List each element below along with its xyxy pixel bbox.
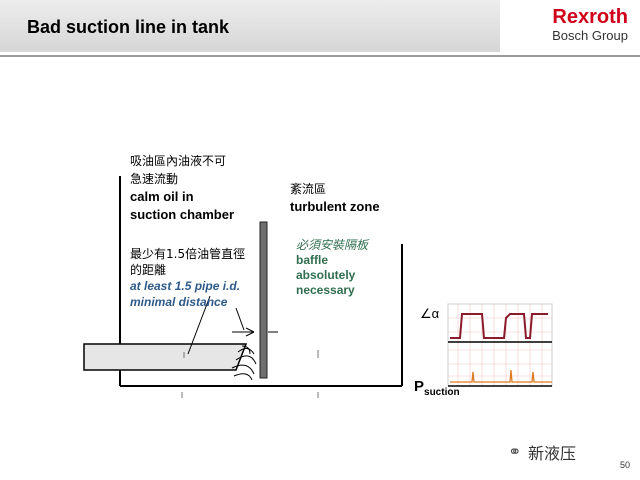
suction-pipe bbox=[83, 343, 248, 371]
turbulence-swirls bbox=[231, 345, 257, 381]
brand-name: Rexroth bbox=[552, 6, 628, 28]
tank-outline bbox=[119, 176, 403, 387]
baffle-en-line2: absolutely bbox=[296, 268, 356, 282]
calm-oil-cn-line1: 吸油區內油液不可 bbox=[130, 154, 227, 168]
p-suction-label: Psuction bbox=[414, 378, 460, 398]
page-title: Bad suction line in tank bbox=[27, 17, 230, 37]
distance-marker bbox=[187, 295, 278, 355]
p-label: P bbox=[414, 378, 425, 395]
wechat-icon: ⚭ bbox=[508, 444, 522, 461]
alpha-trace bbox=[450, 313, 548, 339]
baffle-plate bbox=[259, 221, 268, 379]
header-divider bbox=[0, 55, 640, 57]
calm-oil-en-line2: suction chamber bbox=[130, 207, 235, 222]
baffle-en-line3: necessary bbox=[296, 283, 355, 297]
turbulent-zone-en: turbulent zone bbox=[290, 199, 380, 214]
response-graph bbox=[447, 303, 553, 387]
turbulent-zone-cn: 紊流區 bbox=[290, 182, 327, 196]
distance-label: 最少有1.5倍油管直徑 的距離 at least 1.5 pipe i.d. m… bbox=[130, 246, 245, 310]
p-subscript: suction bbox=[424, 387, 460, 398]
tick-marks bbox=[181, 350, 319, 398]
header-bar bbox=[0, 0, 500, 52]
baffle-cn: 必須安裝隔板 bbox=[296, 238, 369, 252]
calm-oil-label: 吸油區內油液不可 急速流動 calm oil in suction chambe… bbox=[130, 152, 234, 224]
turbulent-zone-label: 紊流區 turbulent zone bbox=[290, 180, 380, 216]
distance-cn-line2: 的距離 bbox=[130, 263, 167, 277]
alpha-axis-label: ∠α bbox=[420, 306, 440, 321]
watermark-text: 新液压 bbox=[528, 444, 577, 463]
pressure-trace bbox=[450, 369, 552, 383]
brand-logo: Rexroth Bosch Group bbox=[552, 6, 628, 43]
distance-cn-line1: 最少有1.5倍油管直徑 bbox=[130, 247, 246, 261]
distance-en-line1: at least 1.5 pipe i.d. bbox=[130, 279, 241, 293]
calm-oil-en-line1: calm oil in bbox=[130, 189, 194, 204]
baffle-en-line1: baffle bbox=[296, 253, 329, 267]
calm-oil-cn-line2: 急速流動 bbox=[130, 172, 179, 186]
baffle-label: 必須安裝隔板 baffle absolutely necessary bbox=[296, 238, 368, 298]
distance-en-line2: minimal distance bbox=[130, 295, 228, 309]
brand-subtitle: Bosch Group bbox=[552, 28, 628, 43]
page-number: 50 bbox=[620, 460, 631, 470]
